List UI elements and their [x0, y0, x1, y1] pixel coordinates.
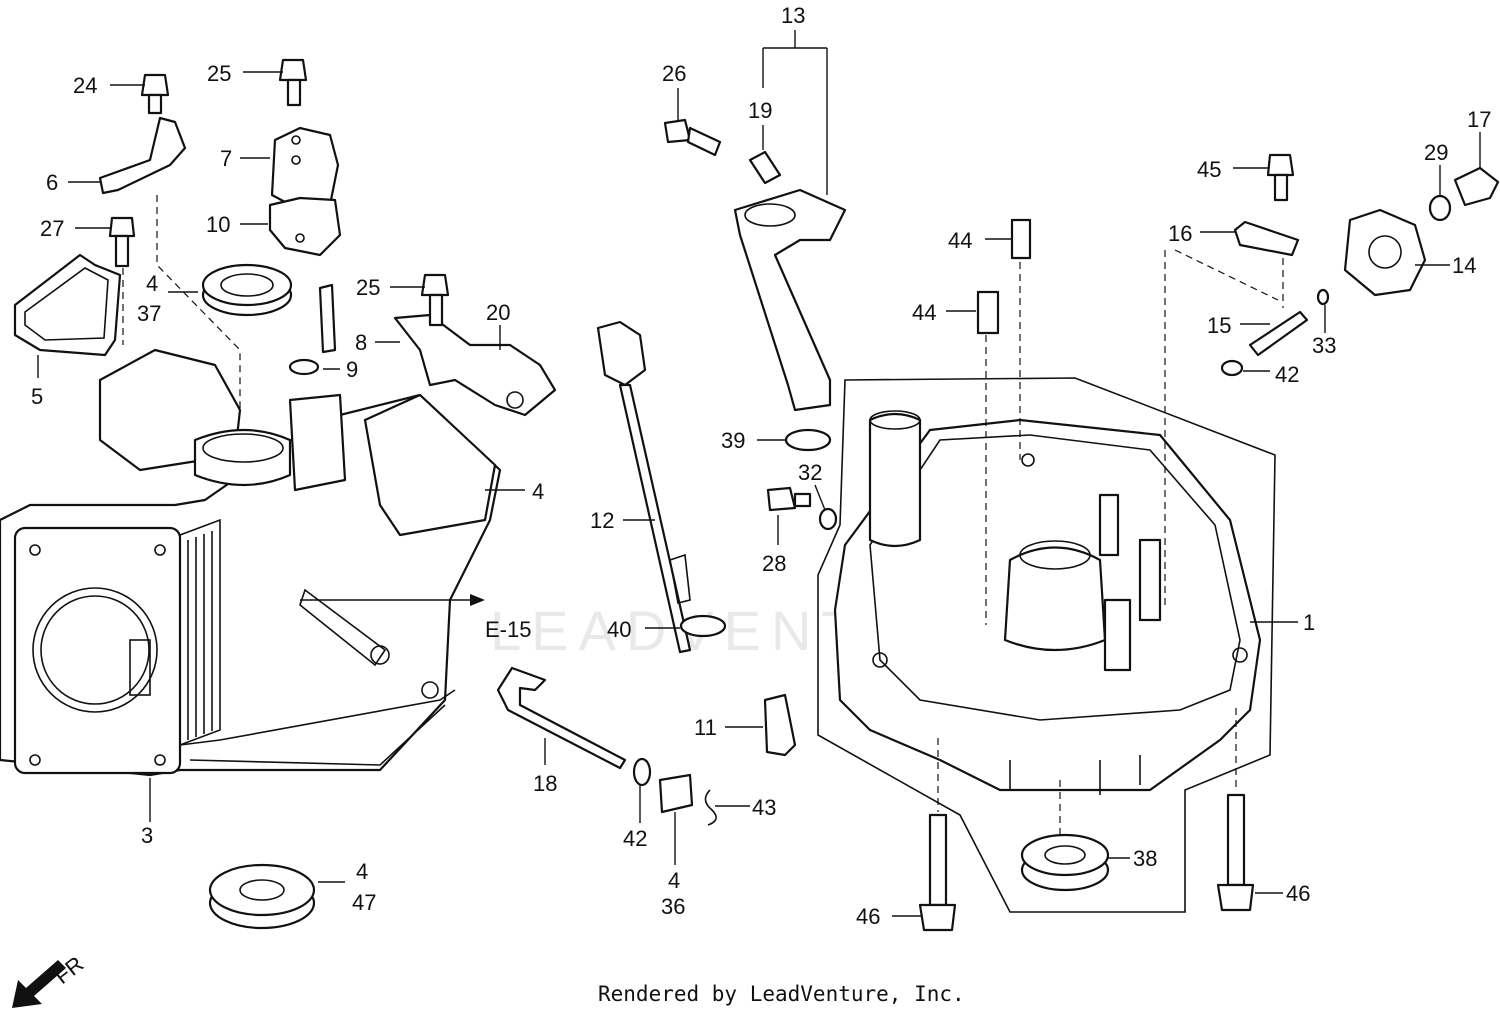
- callout-14: 14: [1452, 253, 1476, 278]
- o-ring-40: [679, 614, 727, 638]
- clip-33: [1316, 288, 1330, 306]
- callout-32: 32: [798, 460, 822, 485]
- cover-outline: [817, 377, 1276, 913]
- callout-27: 27: [40, 216, 64, 241]
- bolt-25-upper: [278, 58, 308, 107]
- callout-24: 24: [73, 73, 97, 98]
- callout-8: 8: [355, 330, 367, 355]
- callout-25-a: 25: [207, 61, 231, 86]
- callout-18: 18: [533, 771, 557, 796]
- breather-plate: [268, 196, 342, 257]
- bolt-45: [1266, 153, 1295, 202]
- callout-labels: 1 3 4 4 4 4 5 6 7 8 9 10 11 12 13 14 15 …: [31, 3, 1491, 929]
- bolt-24: [140, 73, 170, 115]
- cylinder-block: [0, 348, 502, 777]
- callout-4-d: 4: [668, 868, 680, 893]
- callout-38: 38: [1133, 846, 1157, 871]
- dowel-44-upper: [1010, 218, 1032, 260]
- oil-seal: [201, 263, 293, 317]
- washer-9: [288, 358, 320, 376]
- oil-filler-tube: [733, 188, 847, 412]
- bolt-27: [108, 216, 136, 268]
- ball-bearing-lower: [208, 863, 316, 930]
- render-credit: Rendered by LeadVenture, Inc.: [598, 982, 965, 1006]
- callout-42-a: 42: [623, 826, 647, 851]
- callout-25-b: 25: [356, 275, 380, 300]
- callout-44-b: 44: [912, 300, 936, 325]
- bracket-6: [98, 116, 187, 195]
- callout-29: 29: [1424, 140, 1448, 165]
- dipstick: [596, 320, 692, 654]
- bolt-28: [766, 486, 812, 512]
- callout-36: 36: [661, 894, 685, 919]
- callout-4-c: 4: [356, 859, 368, 884]
- front-label: FR: [50, 951, 89, 989]
- callout-7: 7: [220, 146, 232, 171]
- callout-19: 19: [748, 98, 772, 123]
- governor-arm-16: [1233, 220, 1300, 257]
- callout-28: 28: [762, 551, 786, 576]
- oil-seal-38: [1020, 833, 1110, 892]
- crankcase-cover: [833, 410, 1262, 795]
- governor-gear: [1343, 208, 1427, 297]
- callout-40: 40: [607, 617, 631, 642]
- dowel-44-lower: [976, 290, 1000, 335]
- callout-9: 9: [346, 357, 358, 382]
- callout-10: 10: [206, 212, 230, 237]
- leader-lines: [37, 30, 1481, 917]
- o-ring-39: [784, 428, 832, 452]
- callout-44-a: 44: [948, 228, 972, 253]
- callout-43: 43: [752, 795, 776, 820]
- cap-17: [1453, 166, 1500, 207]
- callout-37: 37: [137, 301, 161, 326]
- dowel-19: [748, 150, 782, 185]
- callout-46-a: 46: [856, 904, 880, 929]
- callout-17: 17: [1467, 107, 1491, 132]
- callout-42-b: 42: [1275, 362, 1299, 387]
- callout-16: 16: [1168, 221, 1192, 246]
- washer-42-right: [1220, 359, 1244, 377]
- callout-20: 20: [486, 300, 510, 325]
- callout-15: 15: [1207, 313, 1231, 338]
- front-direction-arrow: FR: [12, 951, 88, 1008]
- washer-42-left: [632, 757, 652, 787]
- flange-bolt-46-left: [918, 813, 957, 932]
- callout-5: 5: [31, 384, 43, 409]
- valve-reed: [318, 283, 337, 354]
- washer-29: [1428, 194, 1452, 222]
- callout-39: 39: [721, 428, 745, 453]
- callout-47: 47: [352, 890, 376, 915]
- callout-26: 26: [662, 61, 686, 86]
- callout-45: 45: [1197, 157, 1221, 182]
- callout-12: 12: [590, 508, 614, 533]
- reference-note-e15: E-15: [485, 617, 531, 642]
- bolt-25-lower: [420, 273, 450, 327]
- bolt-26: [663, 118, 722, 157]
- callout-1: 1: [1303, 610, 1315, 635]
- callout-11: 11: [694, 715, 717, 740]
- holder-11: [763, 693, 797, 757]
- callout-4-a: 4: [146, 271, 158, 296]
- callout-13: 13: [781, 3, 805, 28]
- clip-43: [704, 789, 717, 826]
- washer-32: [818, 507, 838, 531]
- callout-6: 6: [46, 170, 58, 195]
- breather-shield: [13, 253, 122, 357]
- governor-shaft-15: [1248, 310, 1309, 357]
- gear-36: [658, 773, 694, 814]
- governor-arm: [496, 666, 627, 770]
- callout-46-b: 46: [1286, 881, 1310, 906]
- callout-3: 3: [141, 823, 153, 848]
- callout-4-b: 4: [532, 479, 544, 504]
- flange-bolt-46-right: [1216, 793, 1255, 912]
- breather-cover: [270, 126, 340, 212]
- guide-plate: [393, 313, 557, 417]
- callout-33: 33: [1312, 333, 1336, 358]
